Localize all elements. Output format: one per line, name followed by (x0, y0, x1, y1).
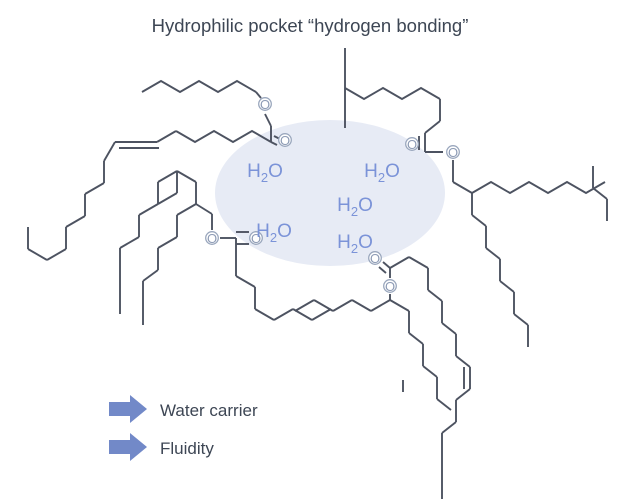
svg-text:O: O (207, 231, 217, 246)
legend-label-fluidity: Fluidity (160, 439, 214, 458)
svg-text:O: O (370, 251, 380, 266)
page-title: Hydrophilic pocket “hydrogen bonding” (152, 15, 469, 36)
chain-bottom-left-branch (294, 294, 452, 411)
carbonyl-oxygen-top-right: O (405, 137, 419, 152)
carbonyl-oxygen-mid-left: O (249, 231, 263, 246)
chain-bottom-right-unsaturated (408, 256, 471, 499)
svg-text:O: O (407, 137, 417, 152)
carbonyl-top-right (418, 133, 443, 153)
chain-top-left-upper (141, 79, 262, 99)
arrow-icon (109, 395, 147, 423)
ester-oxygen-top-right: O (446, 145, 460, 160)
arrow-icon (109, 433, 147, 461)
carbonyl-mid-left (220, 231, 249, 254)
chain-right-branched (452, 160, 606, 347)
chain-far-right-fragment (592, 166, 608, 221)
hydrophilic-pocket (215, 120, 445, 266)
ester-oxygen-top-left: O (258, 97, 272, 112)
legend-row-fluidity: Fluidity (109, 433, 214, 461)
cis-double-bond-upper-left (27, 130, 177, 261)
ester-oxygen-mid-left: O (205, 231, 219, 246)
ester-oxygen-bottom: O (383, 279, 397, 294)
svg-text:O: O (280, 133, 290, 148)
carbonyl-oxygen-bottom: O (368, 251, 382, 266)
svg-text:O: O (251, 231, 261, 246)
svg-text:O: O (385, 279, 395, 294)
chain-mid-left-branched (119, 170, 213, 325)
svg-text:O: O (448, 145, 458, 160)
carbonyl-oxygen-top-left: O (278, 133, 292, 148)
carbonyl-bottom (378, 256, 410, 278)
chain-top-right-upper (344, 86, 441, 134)
legend-label-water-carrier: Water carrier (160, 401, 258, 420)
svg-text:O: O (260, 97, 270, 112)
legend-row-water-carrier: Water carrier (109, 395, 258, 423)
